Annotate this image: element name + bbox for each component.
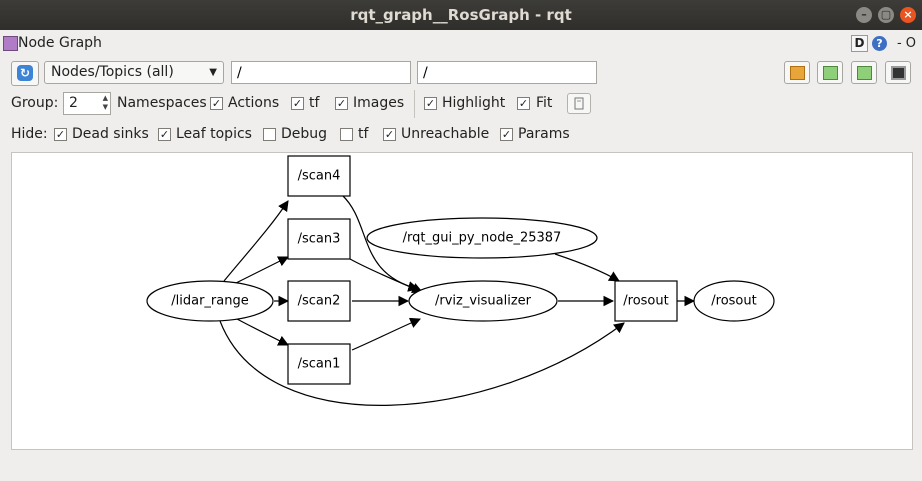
hide-label: Hide: xyxy=(11,126,48,142)
fit-view-icon xyxy=(574,97,584,110)
edge-lidar-rosout xyxy=(219,320,625,406)
unreachable-checkbox[interactable]: ✓ xyxy=(383,128,396,141)
refresh-button[interactable]: ↻ xyxy=(11,61,39,86)
label-lidar-range: /lidar_range xyxy=(171,294,248,309)
images-label: Images xyxy=(353,95,405,111)
minimize-icon[interactable]: – xyxy=(856,7,872,23)
edge-scan3-rviz xyxy=(349,258,423,294)
topic-filter-input[interactable] xyxy=(417,61,597,84)
graph-mode-select[interactable]: Nodes/Topics (all) ▼ xyxy=(44,61,224,84)
window-titlebar: rqt_graph__RosGraph - rqt – ▢ × xyxy=(0,0,922,30)
plugin-header-controls: D ? - O xyxy=(850,35,916,52)
node-rosout-topic xyxy=(614,280,678,322)
label-rosout-topic: /rosout xyxy=(623,294,668,309)
window-controls: – ▢ × xyxy=(856,7,916,23)
screenshot-icon xyxy=(891,66,906,80)
debug-checkbox[interactable] xyxy=(263,128,276,141)
label-rosout-node: /rosout xyxy=(711,294,756,309)
unreachable-label: Unreachable xyxy=(401,126,490,142)
label-scan1: /scan1 xyxy=(298,357,341,372)
save-image-button[interactable] xyxy=(885,61,911,84)
node-scan4 xyxy=(287,155,351,197)
dock-button[interactable]: D xyxy=(850,35,868,52)
help-icon[interactable]: ? xyxy=(871,36,887,51)
group-label: Group: xyxy=(11,95,59,111)
fit-checkbox[interactable]: ✓ xyxy=(517,97,530,110)
fit-in-view-button[interactable] xyxy=(567,93,591,114)
edge-scan1-rviz xyxy=(351,317,421,351)
spin-arrows-icon[interactable]: ▲▼ xyxy=(102,94,108,111)
node-lidar-range xyxy=(146,280,274,322)
maximize-icon[interactable]: ▢ xyxy=(878,7,894,23)
node-rqt-gui xyxy=(366,217,598,259)
dead-sinks-label: Dead sinks xyxy=(72,126,149,142)
namespaces-label: Namespaces xyxy=(117,95,207,111)
save-svg-button[interactable] xyxy=(851,61,877,84)
tf-checkbox[interactable]: ✓ xyxy=(335,97,348,110)
refresh-icon: ↻ xyxy=(17,65,33,81)
node-scan2 xyxy=(287,280,351,322)
group-spinbox[interactable]: 2 ▲▼ xyxy=(63,92,111,115)
highlight-label: Highlight xyxy=(442,95,506,111)
leaf-topics-label: Leaf topics xyxy=(176,126,252,142)
graph-mode-value: Nodes/Topics (all) xyxy=(51,64,174,80)
leaf-topics-checkbox[interactable]: ✓ xyxy=(158,128,171,141)
edge-lidar-scan1 xyxy=(236,318,289,346)
window-title: rqt_graph__RosGraph - rqt xyxy=(350,6,572,24)
open-file-icon xyxy=(790,66,805,80)
label-scan2: /scan2 xyxy=(298,294,341,309)
plugin-close-options[interactable]: - O xyxy=(896,36,916,51)
label-rviz-visualizer: /rviz_visualizer xyxy=(435,294,532,309)
edge-lidar-scan3 xyxy=(233,256,289,285)
actions-checkbox[interactable]: ✓ xyxy=(291,97,304,110)
load-dot-button[interactable] xyxy=(784,61,810,84)
plugin-title: Node Graph xyxy=(18,35,102,51)
dead-sinks-checkbox[interactable]: ✓ xyxy=(54,128,67,141)
label-scan4: /scan4 xyxy=(298,169,341,184)
graph-svg: /lidar_range /scan4 /scan3 /scan2 /scan1… xyxy=(146,155,775,406)
graph-canvas[interactable]: /lidar_range /scan4 /scan3 /scan2 /scan1… xyxy=(11,152,913,450)
params-label: Params xyxy=(518,126,570,142)
save-image-icon xyxy=(823,66,838,80)
edge-lidar-scan4 xyxy=(223,200,289,282)
plugin-icon xyxy=(3,36,18,51)
node-scan3 xyxy=(287,218,351,260)
toolbar-separator xyxy=(414,90,415,118)
node-filter-input[interactable] xyxy=(231,61,411,84)
save-dot-icon xyxy=(857,66,872,80)
node-scan1 xyxy=(287,343,351,385)
node-rviz-visualizer xyxy=(408,280,558,322)
highlight-checkbox[interactable]: ✓ xyxy=(424,97,437,110)
group-value: 2 xyxy=(69,95,78,111)
node-rosout xyxy=(693,280,775,322)
debug-label: Debug xyxy=(281,126,328,142)
tf-label: tf xyxy=(309,95,320,111)
actions-label: Actions xyxy=(228,95,280,111)
namespaces-checkbox[interactable]: ✓ xyxy=(210,97,223,110)
label-scan3: /scan3 xyxy=(298,232,341,247)
edge-rqt-rosout xyxy=(554,253,620,282)
close-icon[interactable]: × xyxy=(900,7,916,23)
save-dot-button[interactable] xyxy=(817,61,843,84)
params-checkbox[interactable]: ✓ xyxy=(500,128,513,141)
plugin-header: Node Graph D ? - O xyxy=(0,33,922,55)
hide-tf-label: tf xyxy=(358,126,369,142)
hide-tf-checkbox[interactable] xyxy=(340,128,353,141)
chevron-down-icon: ▼ xyxy=(209,67,217,78)
fit-label: Fit xyxy=(536,95,553,111)
label-rqt-gui: /rqt_gui_py_node_25387 xyxy=(403,231,562,246)
